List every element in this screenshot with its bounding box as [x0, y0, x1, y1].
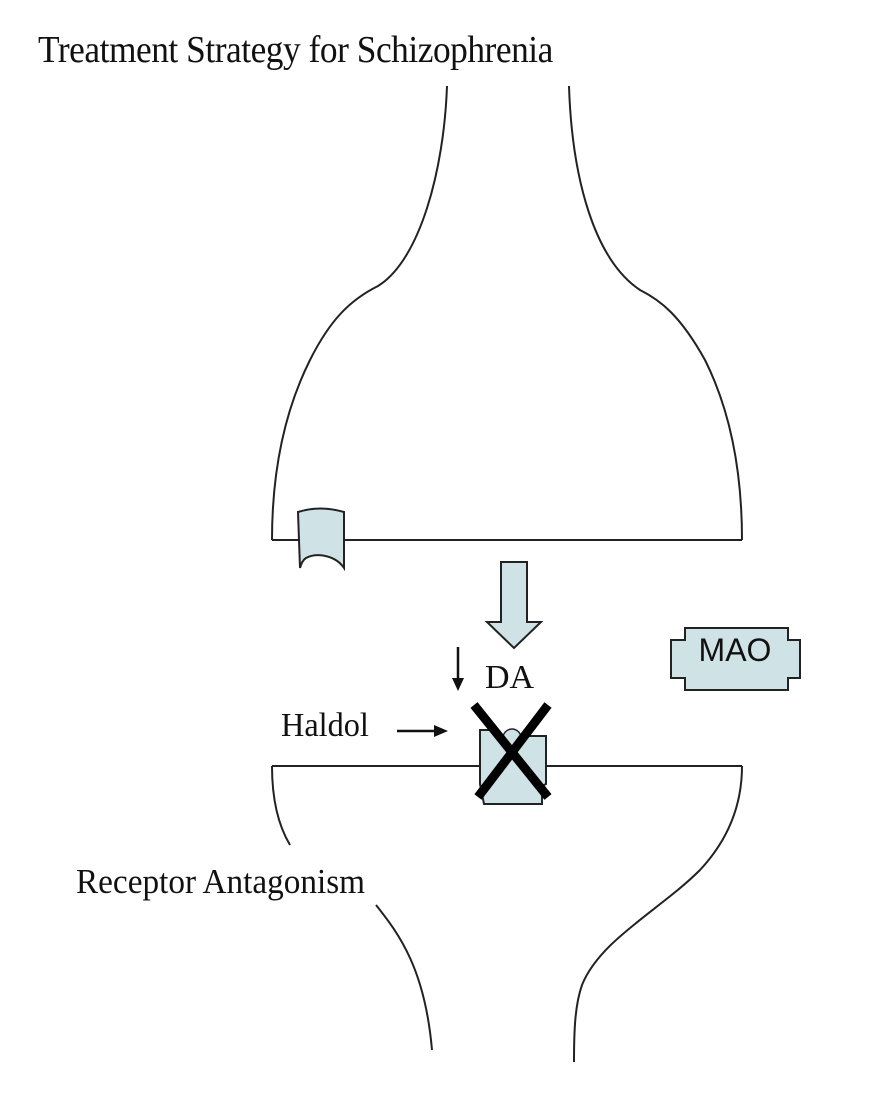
mao-label: MAO	[698, 632, 772, 668]
mechanism-caption: Receptor Antagonism	[76, 862, 366, 901]
reuptake-transporter	[296, 507, 345, 572]
page-title: Treatment Strategy for Schizophrenia	[38, 29, 553, 71]
small-down-arrow-icon	[452, 647, 464, 691]
haldol-label: Haldol	[281, 707, 369, 744]
down-arrow-icon	[484, 561, 544, 650]
mao-enzyme-shape	[670, 627, 801, 691]
presynaptic-terminal-outline	[271, 85, 743, 541]
dopamine-label: DA	[485, 659, 535, 696]
x-mark-icon	[470, 702, 552, 800]
postsynaptic-terminal-outline	[271, 765, 743, 1063]
right-arrow-icon	[397, 725, 448, 737]
